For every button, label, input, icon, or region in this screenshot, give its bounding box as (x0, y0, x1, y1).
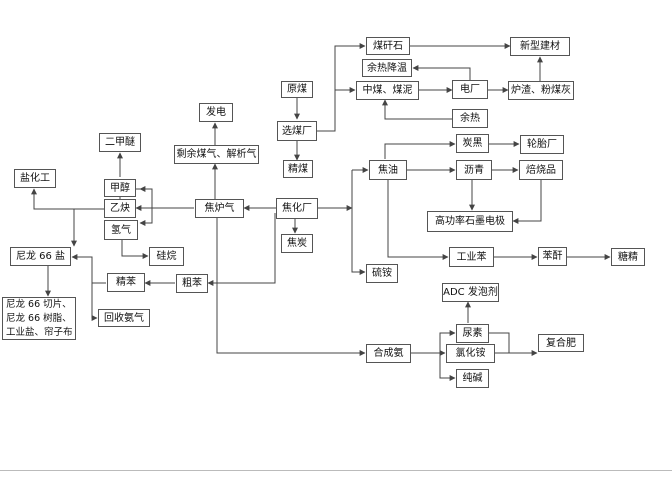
page-bottom-rule (0, 470, 672, 471)
node-qing-qi[interactable]: 氢气 (104, 220, 138, 240)
node-zhong-mei[interactable]: 中煤、煤泥 (356, 81, 419, 100)
node-fu-he-fei[interactable]: 复合肥 (538, 334, 584, 352)
node-sheng-yu-mei-qi[interactable]: 剩余煤气、解析气 (174, 145, 259, 164)
node-tan-hei[interactable]: 炭黑 (456, 134, 489, 153)
node-bei-shao-pin[interactable]: 焙烧品 (519, 160, 563, 180)
node-lv-hua-an[interactable]: 氯化铵 (446, 344, 495, 363)
node-jiao-tan[interactable]: 焦炭 (281, 234, 313, 253)
node-yi-que[interactable]: 乙炔 (104, 199, 136, 218)
node-er-jia-mi[interactable]: 二甲醚 (99, 133, 141, 152)
node-jiao-you[interactable]: 焦油 (369, 160, 407, 180)
node-lu-zha[interactable]: 炉渣、粉煤灰 (508, 81, 574, 100)
node-yu-re-jiang-wen[interactable]: 余热降温 (362, 59, 412, 77)
node-lun-tai-chang[interactable]: 轮胎厂 (520, 135, 564, 154)
node-ben-gan[interactable]: 苯酐 (538, 247, 567, 266)
node-fa-dian[interactable]: 发电 (199, 103, 233, 122)
node-tang-jing[interactable]: 糖精 (611, 248, 645, 266)
node-xin-xing-jian-cai[interactable]: 新型建材 (510, 37, 570, 56)
node-yan-hua-gong[interactable]: 盐化工 (14, 169, 56, 188)
node-ni-long-qie-pian[interactable]: 尼龙 66 切片、 尼龙 66 树脂、 工业盐、帘子布 (2, 297, 76, 340)
node-cu-ben[interactable]: 粗苯 (176, 274, 208, 293)
node-xuan-mei-chang[interactable]: 选煤厂 (277, 121, 317, 141)
node-jiao-lu-qi[interactable]: 焦炉气 (195, 199, 244, 218)
node-yu-re[interactable]: 余热 (452, 109, 488, 128)
node-niao-su[interactable]: 尿素 (456, 324, 489, 343)
node-liu-an[interactable]: 硫铵 (366, 264, 398, 283)
node-ni-long-yan[interactable]: 尼龙 66 盐 (10, 247, 71, 266)
node-yuan-mei[interactable]: 原煤 (281, 81, 313, 98)
node-dian-chang[interactable]: 电厂 (452, 80, 488, 99)
node-jiao-hua-chang[interactable]: 焦化厂 (276, 198, 318, 219)
node-gao-gong-lv[interactable]: 高功率石墨电极 (427, 211, 513, 232)
node-gong-ye-ben[interactable]: 工业苯 (449, 247, 494, 267)
node-chun-jian[interactable]: 纯碱 (456, 369, 489, 388)
node-he-cheng-an[interactable]: 合成氨 (366, 344, 411, 363)
node-jing-mei[interactable]: 精煤 (283, 160, 313, 178)
node-mei-gan-shi[interactable]: 煤矸石 (366, 37, 410, 55)
node-hui-shou-an-qi[interactable]: 回收氨气 (98, 309, 150, 327)
node-jing-ben[interactable]: 精苯 (107, 273, 145, 292)
node-adc[interactable]: ADC 发泡剂 (442, 283, 499, 302)
node-gui-shao[interactable]: 硅烷 (149, 247, 184, 266)
node-jia-chun[interactable]: 甲醇 (104, 179, 136, 197)
node-li-qing[interactable]: 沥青 (456, 160, 492, 180)
